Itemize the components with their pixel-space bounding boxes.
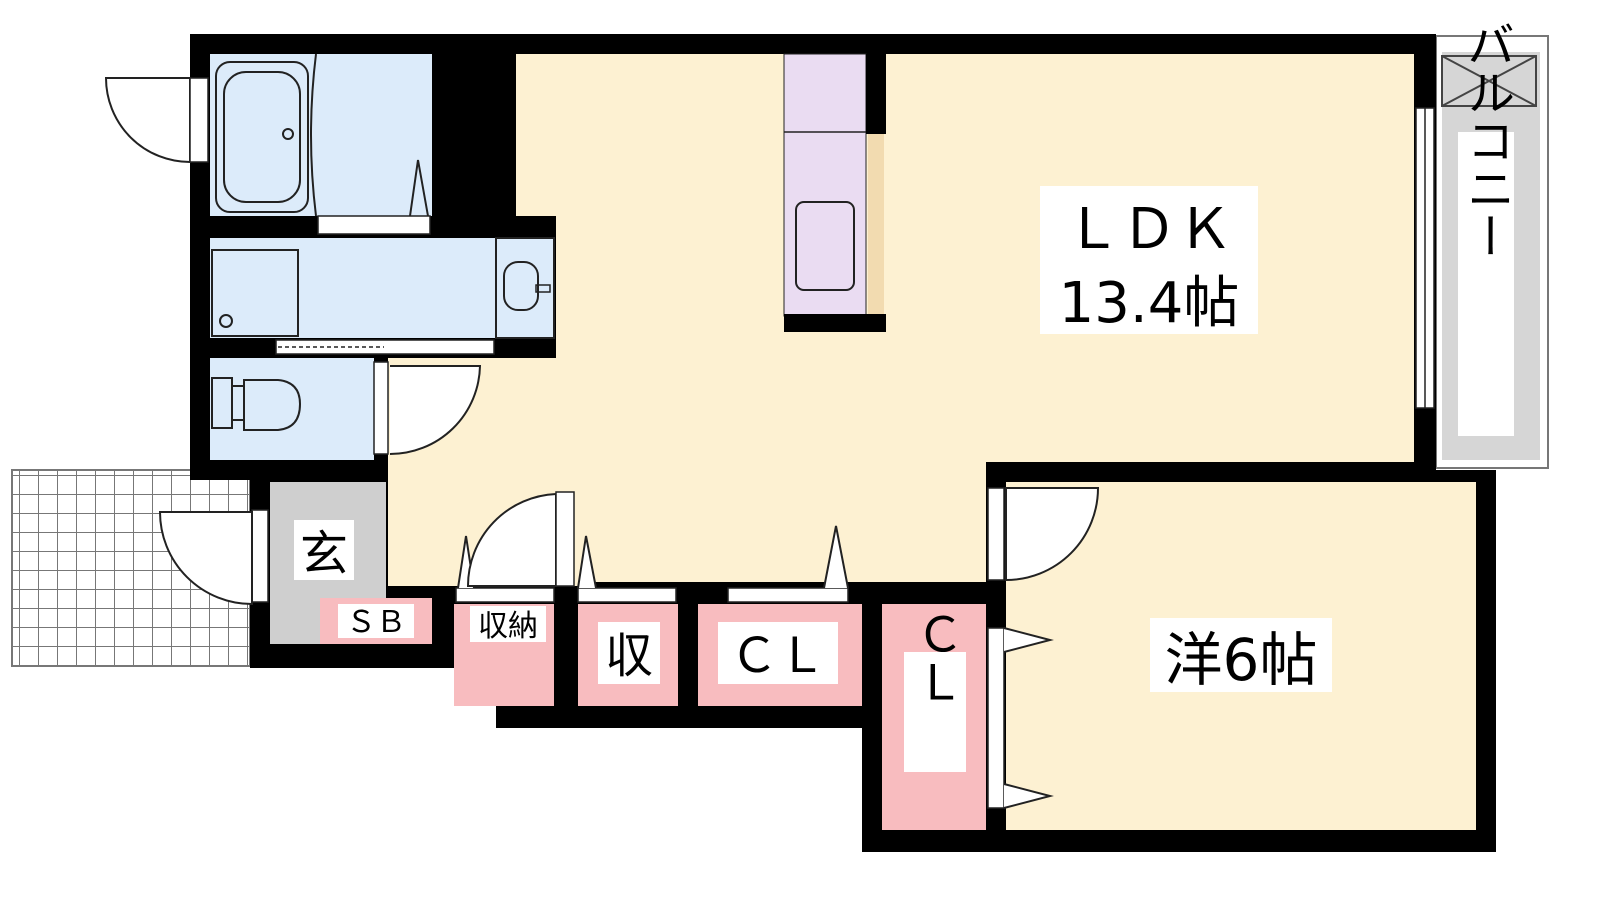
closet-2-door-mark-bottom bbox=[1003, 783, 1054, 809]
closet-1-door-mark bbox=[823, 525, 849, 589]
bathroom-floor bbox=[210, 54, 432, 216]
bathtub bbox=[215, 61, 309, 213]
genkan-label-bg bbox=[294, 520, 354, 580]
genkan-label: 玄 bbox=[300, 526, 348, 582]
washroom-door-frame bbox=[275, 339, 495, 355]
closet-2-label-bg bbox=[904, 652, 966, 772]
exterior-door-swing bbox=[104, 77, 191, 164]
balcony-label-bg bbox=[1458, 132, 1514, 436]
kitchen-sink bbox=[795, 201, 855, 291]
washroom-floor bbox=[210, 238, 496, 338]
closet-2-door-mark-top bbox=[1003, 627, 1054, 653]
air-conditioner-outdoor-unit bbox=[1441, 55, 1537, 107]
balcony-label: バルコニー bbox=[1458, 20, 1514, 260]
toilet-icon bbox=[211, 377, 302, 431]
western-label-bg bbox=[1150, 618, 1332, 692]
bathroom-wall-curve bbox=[310, 53, 317, 217]
western-room-door-swing bbox=[1005, 487, 1100, 582]
bathroom-door-mark bbox=[409, 159, 429, 217]
drain-icon bbox=[219, 314, 233, 328]
toilet-door-swing bbox=[389, 365, 482, 455]
closet-2-label: ＣＬ bbox=[907, 610, 963, 706]
kitchen-counter-wall bbox=[866, 54, 886, 134]
storage-label: 収 bbox=[605, 628, 653, 684]
toilet-door-frame bbox=[373, 361, 389, 455]
kitchen-counter bbox=[783, 53, 867, 317]
ldk-size: 13.4帖 bbox=[1059, 271, 1240, 336]
storage-small-label-bg bbox=[470, 606, 546, 642]
ldk-name: ＬＤＫ bbox=[1065, 197, 1233, 262]
closet-1-label-bg bbox=[718, 622, 838, 684]
toilet-room-floor bbox=[210, 358, 374, 460]
closet-1-label: ＣＬ bbox=[730, 628, 826, 684]
shoebox-label: ＳＢ bbox=[346, 605, 406, 640]
ldk-label-bg bbox=[1040, 186, 1258, 334]
washing-machine-space bbox=[211, 249, 299, 337]
storage-door-mark bbox=[577, 535, 597, 589]
storage-small-label: 収納 bbox=[478, 609, 538, 644]
entrance-door-frame bbox=[251, 509, 269, 603]
washbasin bbox=[495, 237, 555, 339]
storage-label-bg bbox=[598, 622, 660, 684]
shoebox-label-bg bbox=[338, 604, 414, 638]
western-room-label: 洋6帖 bbox=[1165, 626, 1318, 694]
bathroom-door-frame bbox=[317, 215, 431, 235]
entrance-door-swing bbox=[158, 511, 253, 606]
hall-door-swing bbox=[466, 492, 557, 587]
kitchen-counter-base bbox=[784, 314, 886, 332]
kitchen-counter-edge bbox=[868, 134, 884, 314]
